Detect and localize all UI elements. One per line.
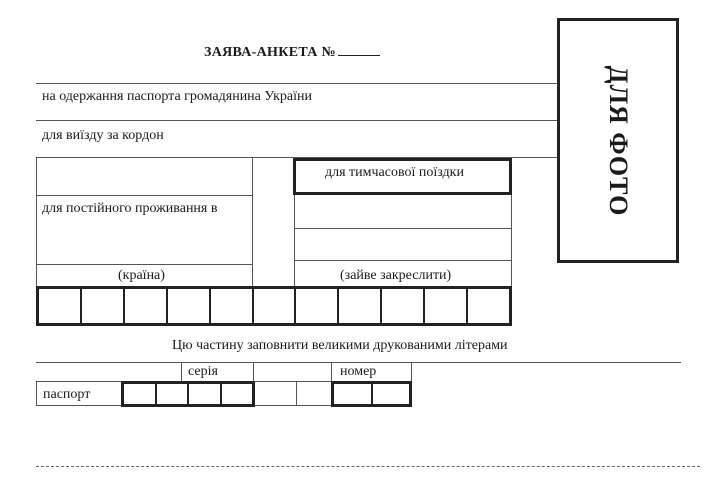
number-label: номер (340, 364, 377, 379)
series-cell[interactable] (189, 384, 222, 404)
temporary-trip-option: для тимчасової поїздки (325, 165, 464, 180)
series-cell[interactable] (157, 384, 189, 404)
passport-label: паспорт (43, 387, 91, 402)
number-left-border (331, 362, 332, 381)
series-cell[interactable] (124, 384, 157, 404)
series-label: серія (188, 364, 218, 379)
photo-label: ДЛЯ ФОТО (604, 65, 633, 216)
letter-cell[interactable] (339, 289, 383, 323)
photo-box: ДЛЯ ФОТО (557, 18, 679, 263)
strike-out-label: (зайве закреслити) (340, 268, 452, 283)
form-title-text: ЗАЯВА-АНКЕТА № (204, 45, 336, 60)
letter-cell[interactable] (168, 289, 211, 323)
letter-cell[interactable] (296, 289, 340, 323)
travel-purpose-text: для виїзду за кордон (42, 128, 164, 143)
mid-border-left (252, 157, 253, 287)
country-label: (країна) (118, 268, 165, 283)
letter-cell[interactable] (382, 289, 426, 323)
letter-cell[interactable] (254, 289, 297, 323)
letter-cell[interactable] (468, 289, 509, 323)
series-left-border (181, 362, 182, 381)
letter-cell[interactable] (211, 289, 254, 323)
rule-country (36, 264, 252, 265)
rule-instruction (36, 362, 681, 363)
letter-cell[interactable] (82, 289, 125, 323)
permanent-residence-option[interactable]: для постійного проживання в (42, 201, 218, 216)
form-title: ЗАЯВА-АНКЕТА № (204, 42, 380, 61)
number-cells (331, 381, 412, 407)
capital-letters-instruction: Цю частину заповнити великими друкованим… (172, 338, 508, 353)
temporary-trip-box[interactable]: для тимчасової поїздки (293, 158, 512, 195)
series-cell[interactable] (222, 384, 253, 404)
series-cells (121, 381, 255, 407)
cut-line (36, 466, 700, 467)
right-border (511, 195, 512, 287)
rule-3 (36, 157, 557, 158)
letter-cells-row (36, 286, 512, 326)
passport-left-border (36, 381, 37, 405)
passport-purpose-text: на одержання паспорта громадянина Україн… (42, 89, 312, 104)
letter-cell[interactable] (39, 289, 82, 323)
rule-temp-1 (294, 228, 511, 229)
letter-cell[interactable] (125, 289, 168, 323)
rule-2 (36, 120, 557, 121)
rule-1 (36, 83, 557, 84)
left-border (36, 157, 37, 287)
rule-permanent-top (36, 195, 252, 196)
rule-temp-2 (294, 260, 511, 261)
gap-left-border (296, 381, 297, 405)
form-number-blank[interactable] (337, 42, 380, 56)
letter-cell[interactable] (425, 289, 469, 323)
number-right-border (411, 362, 412, 381)
number-cell[interactable] (373, 384, 410, 404)
mid-border-right (294, 157, 295, 287)
number-cell[interactable] (334, 384, 373, 404)
